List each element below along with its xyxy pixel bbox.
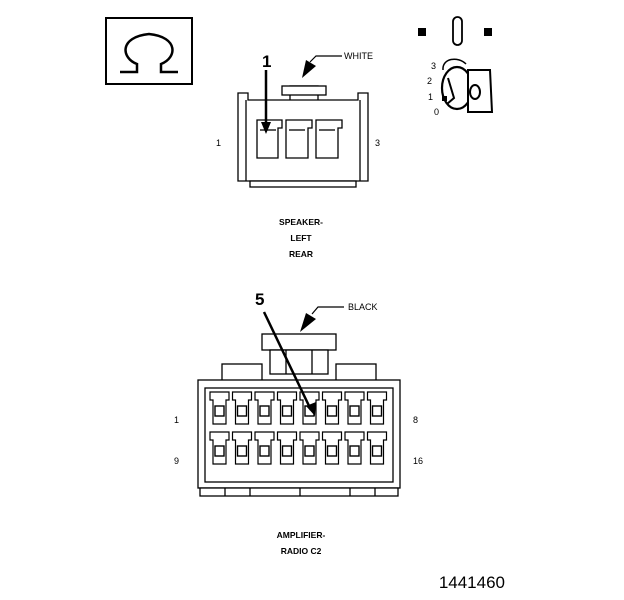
pin-label-1: 1 [216, 138, 221, 148]
wire-color-white: WHITE [344, 51, 373, 61]
cavity [299, 431, 320, 465]
key-position-1: 1 [428, 92, 433, 102]
cavity [276, 431, 298, 465]
pin-label-3: 3 [375, 138, 380, 148]
cavity [366, 391, 388, 425]
cavity [209, 431, 230, 465]
key-position-3: 3 [431, 61, 436, 71]
cavity [276, 391, 298, 425]
callout-number-5: 5 [255, 290, 264, 309]
caption-radio-c2: RADIO C2 [281, 546, 322, 556]
callout-number-1: 1 [262, 52, 271, 71]
wire-color-black: BLACK [348, 302, 378, 312]
caption-speaker: SPEAKER- [279, 217, 323, 227]
ignition-key-icon: 3 2 1 0 [418, 16, 494, 117]
cavity [321, 431, 343, 465]
key-position-0: 0 [434, 107, 439, 117]
callout-arrow-5 [262, 311, 316, 416]
cavity [231, 431, 253, 465]
pin-label-8: 8 [413, 415, 418, 425]
cavity [209, 391, 230, 425]
pin-label-16: 16 [413, 456, 423, 466]
cavity [231, 391, 253, 425]
amplifier-radio-c2-connector [197, 333, 401, 497]
cavity [254, 431, 275, 465]
cavity [254, 391, 275, 425]
caption-amplifier: AMPLIFIER- [277, 530, 326, 540]
caption-left: LEFT [290, 233, 312, 243]
figure-number: 1441460 [439, 573, 505, 592]
caption-rear: REAR [289, 249, 313, 259]
cavity [321, 391, 343, 425]
callout-arrow-1 [261, 70, 271, 134]
cavity [344, 391, 365, 425]
pin-label-1: 1 [174, 415, 179, 425]
cavity [344, 431, 365, 465]
speaker-left-rear-connector [237, 85, 369, 188]
white-wire-leader [302, 55, 342, 78]
cavity [366, 431, 388, 465]
pin-label-9: 9 [174, 456, 179, 466]
omega-icon [105, 17, 193, 85]
key-position-2: 2 [427, 76, 432, 86]
cavity-grid [209, 391, 388, 465]
black-wire-leader [300, 306, 344, 332]
